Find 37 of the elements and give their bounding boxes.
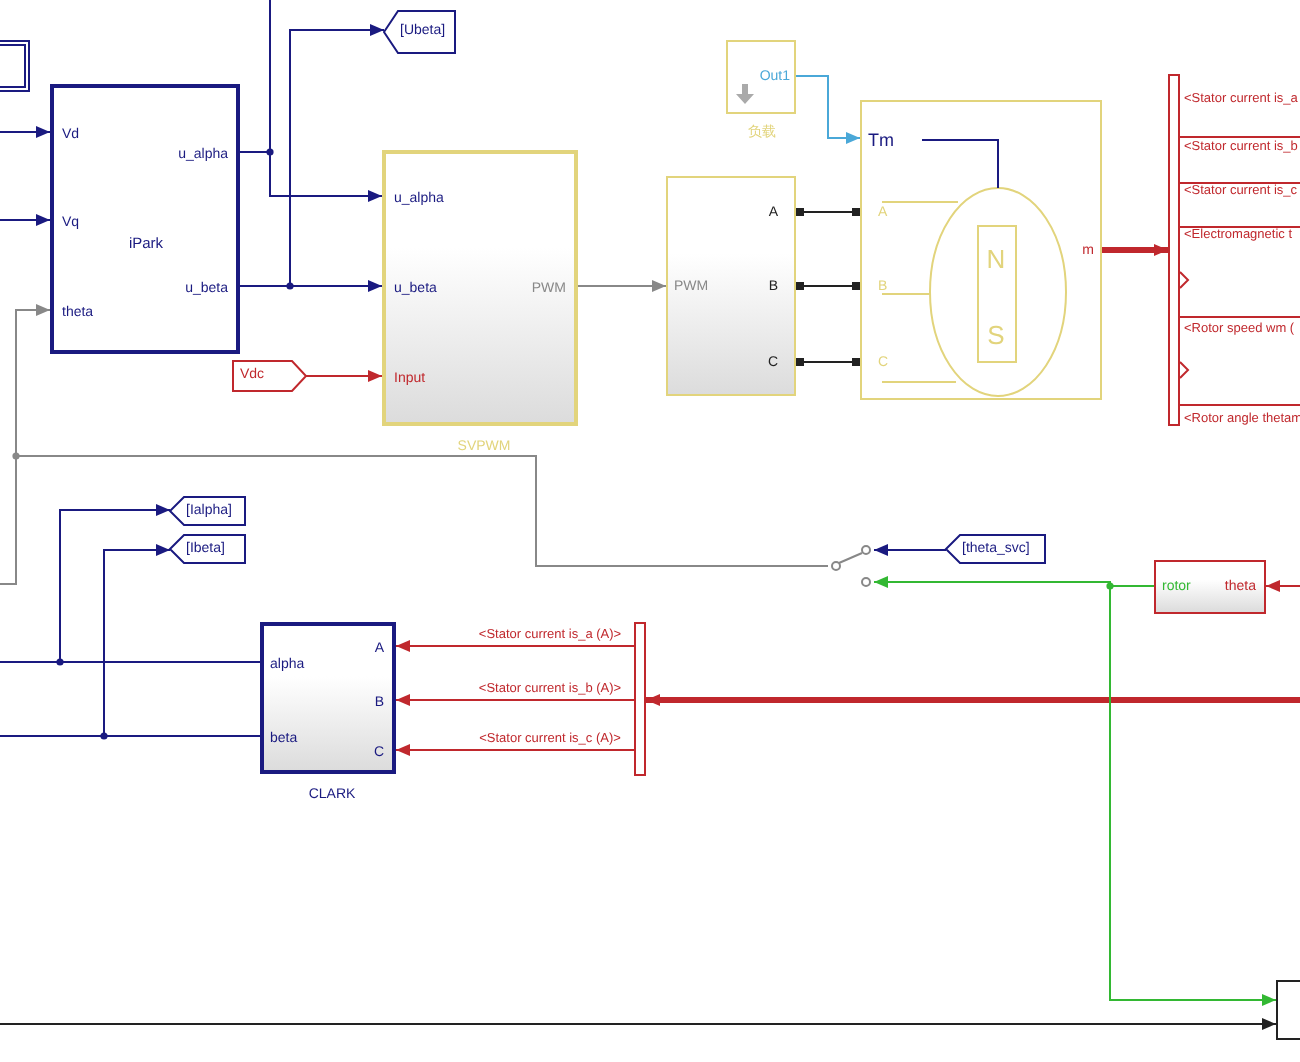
from-tag xyxy=(946,534,1046,564)
subsystem-block xyxy=(1154,560,1266,614)
signal-line xyxy=(795,208,861,216)
signal-line xyxy=(239,151,383,202)
signal-line xyxy=(395,640,635,652)
signal-line xyxy=(1109,585,1277,1006)
goto-tag xyxy=(170,534,246,564)
port-label: Tm xyxy=(868,129,894,151)
signal-line xyxy=(239,280,383,292)
signal-line xyxy=(305,370,383,382)
signal-line xyxy=(873,544,947,556)
signal-line xyxy=(0,661,261,663)
inverter-block xyxy=(666,176,796,396)
signal-line xyxy=(1265,580,1300,592)
signal-line xyxy=(395,744,635,756)
signal-line xyxy=(795,282,861,290)
signal-line xyxy=(795,358,861,366)
signal-line xyxy=(0,126,51,138)
signal-line xyxy=(1102,244,1168,256)
magnet-letter: S xyxy=(987,319,1005,349)
switch-symbol xyxy=(828,540,874,592)
signal-line xyxy=(0,214,51,226)
signal-line xyxy=(0,1018,1277,1030)
from-tag xyxy=(232,360,306,392)
signal-line xyxy=(646,694,1300,706)
signal-line xyxy=(0,455,829,585)
signal-line xyxy=(0,735,261,737)
block xyxy=(0,40,30,92)
goto-tag xyxy=(384,10,456,54)
scope-block xyxy=(1276,980,1300,1040)
function-block xyxy=(50,84,240,354)
signal-line xyxy=(795,75,861,144)
magnet-letter: N xyxy=(986,243,1006,273)
bus-selector-bar xyxy=(634,622,646,776)
goto-tag xyxy=(170,496,246,526)
signal-line xyxy=(577,280,667,292)
signal-line xyxy=(395,694,635,706)
